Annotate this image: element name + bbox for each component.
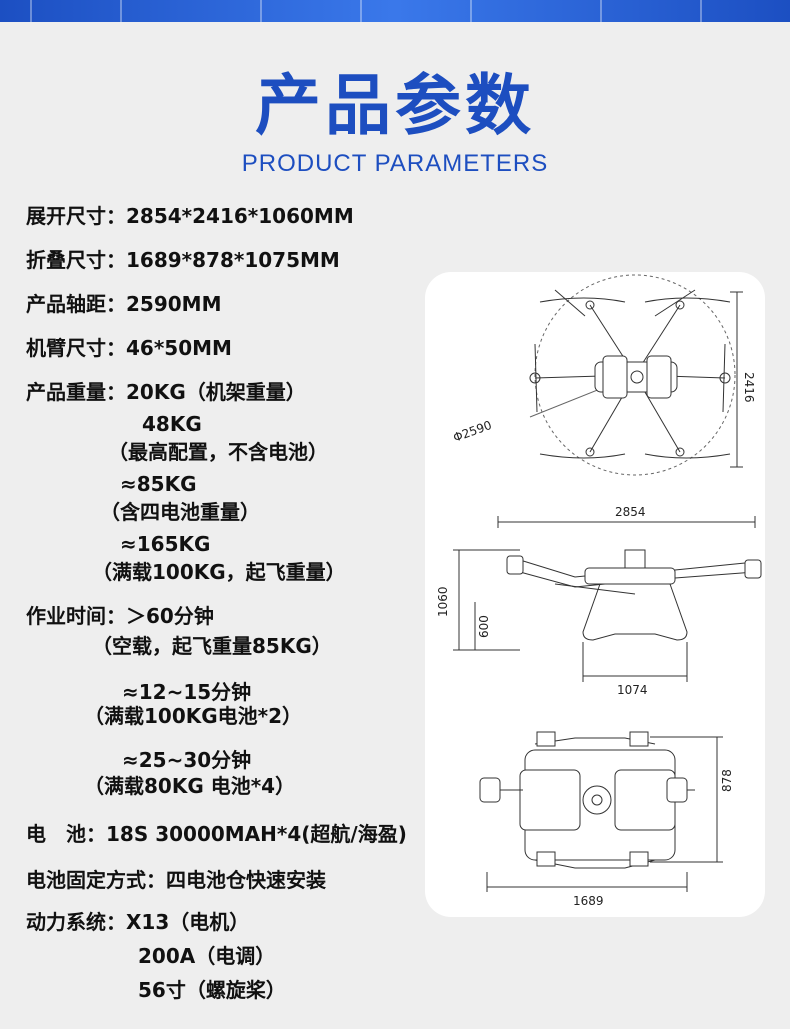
weight-battery-value: ≈85KG — [120, 472, 197, 496]
dim-top-height: 2416 — [742, 372, 756, 403]
spec-work-time: 作业时间：＞60分钟 — [26, 600, 214, 629]
dim-folded-height: 878 — [720, 769, 734, 792]
dim-side-height: 1060 — [436, 586, 450, 617]
spec-value: 2590MM — [126, 292, 222, 316]
page-subtitle: PRODUCT PARAMETERS — [241, 150, 549, 177]
spec-value: 四电池仓快速安装 — [166, 868, 326, 892]
spec-value: 18S 30000MAH*4(超航/海盈) — [106, 822, 407, 846]
spec-label: 电池固定方式： — [26, 868, 166, 892]
spec-label: 作业时间： — [26, 604, 126, 628]
spec-label: 电 池： — [26, 822, 106, 846]
dim-side-leg-width: 1074 — [617, 683, 648, 697]
spec-label: 产品轴距： — [26, 292, 126, 316]
spec-wheelbase: 产品轴距：2590MM — [26, 288, 221, 317]
spec-value: 2854*2416*1060MM — [126, 204, 354, 228]
weight-full-value: ≈165KG — [120, 532, 211, 556]
spec-unfolded-size: 展开尺寸：2854*2416*1060MM — [26, 200, 354, 229]
spec-power: 动力系统：X13（电机） — [26, 906, 249, 935]
dim-top-diameter: Φ2590 — [451, 418, 493, 445]
drone-diagram-panel: Φ2590 2416 2854 1060 600 1074 878 1689 — [425, 272, 765, 917]
work-time-note: （空载，起飞重量85KG） — [92, 634, 332, 658]
spec-value: 20KG（机架重量） — [126, 380, 306, 404]
spec-label: 产品重量： — [26, 380, 126, 404]
spec-label: 机臂尺寸： — [26, 336, 126, 360]
dim-side-width: 2854 — [615, 505, 646, 519]
dim-side-leg-height: 600 — [477, 615, 491, 638]
spec-battery-mount: 电池固定方式：四电池仓快速安装 — [26, 864, 326, 893]
work-time-4bat-value: ≈25~30分钟 — [122, 748, 252, 772]
page-title: 产品参数 — [255, 67, 535, 144]
spec-folded-size: 折叠尺寸：1689*878*1075MM — [26, 244, 340, 273]
work-time-4bat-note: （满载80KG 电池*4） — [84, 774, 296, 798]
power-esc: 200A（电调） — [138, 944, 276, 968]
spec-label: 动力系统： — [26, 910, 126, 934]
spec-label: 展开尺寸： — [26, 204, 126, 228]
dim-folded-width: 1689 — [573, 894, 604, 908]
spec-value: 46*50MM — [126, 336, 232, 360]
spec-label: 折叠尺寸： — [26, 248, 126, 272]
work-time-2bat-note: （满载100KG电池*2） — [84, 704, 303, 728]
spec-weight: 产品重量：20KG（机架重量） — [26, 376, 306, 405]
spec-value: ＞60分钟 — [126, 604, 214, 628]
spec-battery: 电 池：18S 30000MAH*4(超航/海盈) — [26, 818, 407, 847]
top-banner — [0, 0, 790, 22]
weight-full-note: （满载100KG，起飞重量） — [92, 560, 346, 584]
weight-max-note: （最高配置，不含电池） — [108, 440, 328, 464]
weight-max-value: 48KG — [142, 412, 202, 436]
power-propeller: 56寸（螺旋桨） — [138, 978, 286, 1002]
spec-arm-size: 机臂尺寸：46*50MM — [26, 332, 232, 361]
weight-battery-note: （含四电池重量） — [100, 500, 260, 524]
spec-value: X13（电机） — [126, 910, 250, 934]
drone-drawings: Φ2590 2416 2854 1060 600 1074 878 1689 — [436, 274, 762, 908]
work-time-2bat-value: ≈12~15分钟 — [122, 680, 252, 704]
spec-value: 1689*878*1075MM — [126, 248, 340, 272]
